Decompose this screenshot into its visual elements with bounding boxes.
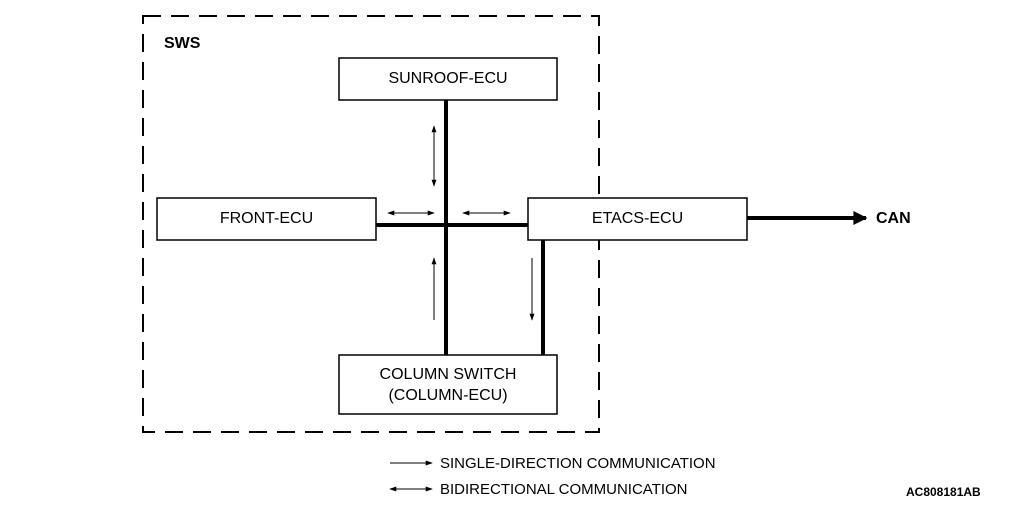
front-ecu-box [156, 197, 377, 241]
column-ecu-label-line2: (COLUMN-ECU) [388, 387, 508, 404]
etacs-ecu-box [527, 197, 748, 241]
sws-boundary [142, 15, 600, 433]
legend-single-label: SINGLE-DIRECTION COMMUNICATION [440, 455, 716, 472]
can-label: CAN [876, 210, 911, 227]
legend-bidirectional-label: BIDIRECTIONAL COMMUNICATION [440, 481, 688, 498]
column-ecu-box [338, 354, 558, 415]
front-ecu-label: FRONT-ECU [219, 210, 314, 227]
etacs-ecu-label: ETACS-ECU [591, 210, 684, 227]
figure-id: AC808181AB [906, 485, 981, 499]
sunroof-ecu-label: SUNROOF-ECU [388, 70, 508, 87]
column-ecu-label-line1: COLUMN SWITCH [379, 366, 517, 383]
sunroof-ecu-box [338, 57, 558, 101]
sws-label: SWS [164, 35, 201, 52]
